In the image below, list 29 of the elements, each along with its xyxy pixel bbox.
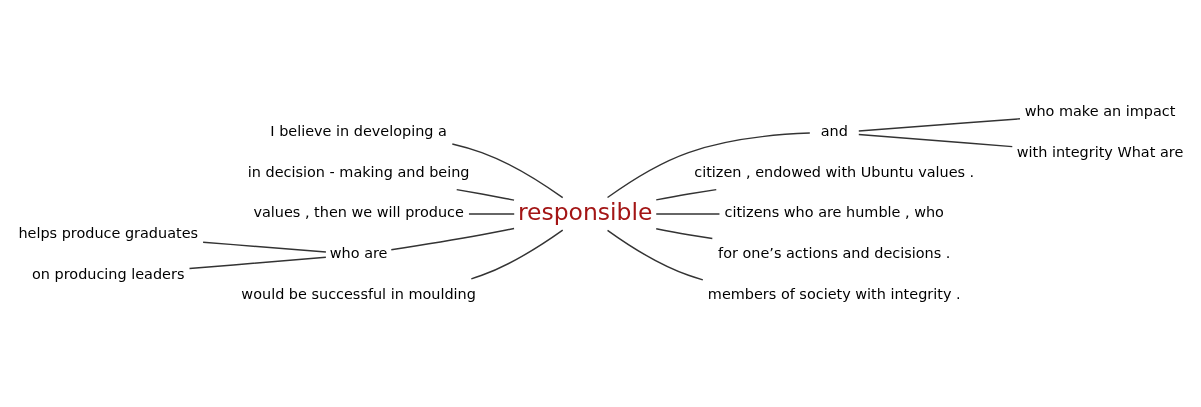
node-text: who are (329, 244, 388, 261)
connector (188, 256, 327, 269)
node-text: responsible (517, 197, 653, 226)
node-text: helps produce graduates (18, 224, 199, 241)
node-text: and (820, 122, 848, 139)
connector (655, 188, 717, 201)
node-text: I believe in developing a (270, 122, 447, 139)
node-text: members of society with integrity . (707, 285, 961, 302)
node-text: would be successful in moulding (241, 285, 476, 302)
node-text: citizens who are humble , who (724, 203, 944, 220)
connector (655, 227, 714, 239)
connector (606, 229, 704, 281)
node-text: who make an impact (1024, 102, 1176, 119)
connector (470, 228, 564, 280)
connector (390, 227, 515, 250)
node-text: values , then we will produce (253, 203, 464, 220)
connector (456, 188, 515, 201)
connector (858, 133, 1013, 147)
connector (655, 212, 721, 215)
node-text: citizen , endowed with Ubuntu values . (694, 163, 975, 180)
connector (606, 131, 811, 198)
connector (858, 117, 1021, 132)
node-text: for one’s actions and decisions . (718, 244, 951, 261)
connector (202, 240, 327, 253)
node-text: with integrity What are (1016, 143, 1184, 160)
node-text: on producing leaders (32, 265, 185, 282)
node-text: in decision - making and being (247, 163, 470, 180)
connector (468, 212, 515, 215)
connector (451, 142, 564, 198)
